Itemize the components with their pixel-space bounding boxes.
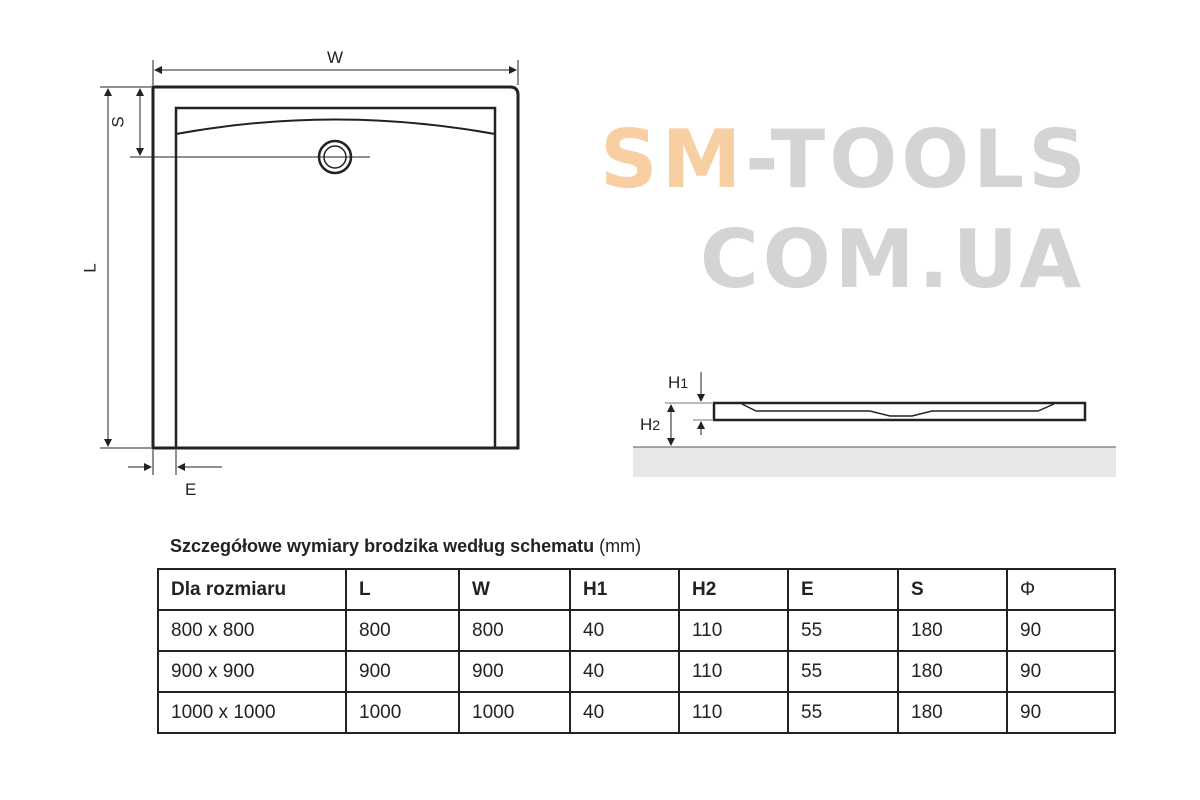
cell: 110	[678, 691, 789, 734]
cell: 40	[569, 691, 680, 734]
cell: 55	[787, 691, 899, 734]
cell: 90	[1006, 691, 1116, 734]
top-view	[100, 60, 520, 475]
caption-title: Szczegółowe wymiary brodzika według sche…	[170, 536, 595, 556]
header-cell: H2	[678, 568, 789, 611]
table-caption: Szczegółowe wymiary brodzika według sche…	[170, 536, 641, 557]
label-h2-sub: 2	[652, 418, 661, 434]
label-h1-sub: 1	[680, 376, 689, 392]
watermark-sm: SM	[600, 113, 746, 206]
header-cell: Φ	[1006, 568, 1116, 611]
cell: 800	[345, 609, 460, 652]
cell: 110	[678, 650, 789, 693]
header-cell: H1	[569, 568, 680, 611]
cell: 110	[678, 609, 789, 652]
label-h2-main: H	[640, 415, 653, 434]
cell: 55	[787, 609, 899, 652]
cell: 1000	[345, 691, 460, 734]
header-cell: W	[458, 568, 571, 611]
label-h2: H2	[640, 415, 660, 435]
cell: 1000	[458, 691, 571, 734]
label-h1-main: H	[668, 373, 681, 392]
label-e: E	[185, 480, 197, 499]
cell: 900	[345, 650, 460, 693]
cell: 180	[897, 691, 1008, 734]
technical-drawing	[100, 60, 1116, 477]
header-cell: S	[897, 568, 1008, 611]
label-w: W	[327, 48, 344, 67]
cell: 180	[897, 609, 1008, 652]
table-header-row: Dla rozmiaru L W H1 H2 E S Φ	[157, 568, 1116, 611]
cell: 900	[458, 650, 571, 693]
label-h1: H1	[668, 373, 688, 393]
label-l: L	[80, 263, 100, 273]
header-cell: L	[345, 568, 460, 611]
cell: 900 x 900	[157, 650, 347, 693]
side-view	[633, 372, 1116, 477]
cell: 180	[897, 650, 1008, 693]
cell: 90	[1006, 609, 1116, 652]
cell: 40	[569, 609, 680, 652]
cell: 90	[1006, 650, 1116, 693]
cell: 55	[787, 650, 899, 693]
header-cell: Dla rozmiaru	[157, 568, 347, 611]
label-s: S	[108, 116, 128, 128]
cell: 1000 x 1000	[157, 691, 347, 734]
cell: 800	[458, 609, 571, 652]
header-cell: E	[787, 568, 899, 611]
watermark-tools: -TOOLS	[745, 113, 1090, 206]
cell: 40	[569, 650, 680, 693]
watermark-line1: SM-TOOLS	[600, 120, 1090, 200]
caption-unit: (mm)	[594, 536, 642, 556]
watermark-line2: COM.UA	[700, 213, 1086, 306]
cell: 800 x 800	[157, 609, 347, 652]
